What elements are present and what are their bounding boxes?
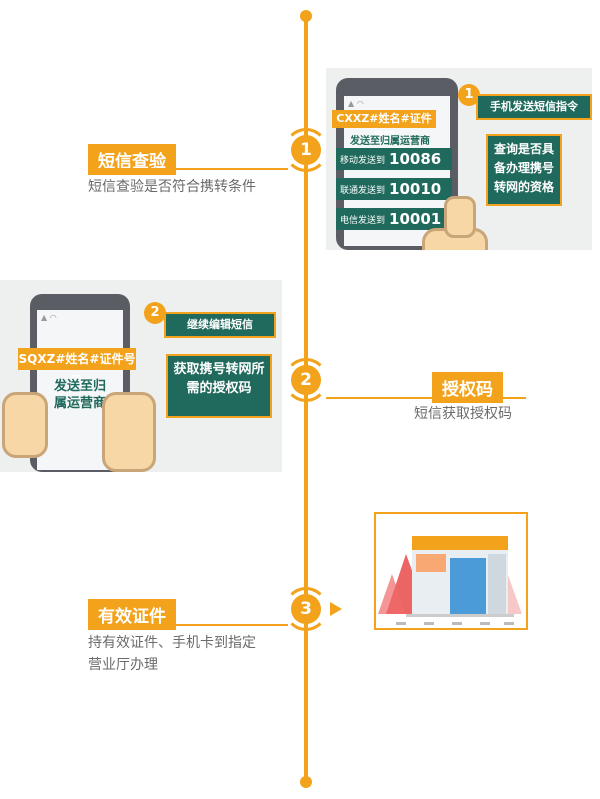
carrier-label: 电信发送到	[340, 215, 386, 226]
send-to-2: 发送至归属运营商	[53, 379, 106, 411]
signal-icon: ▲ ◠	[348, 99, 364, 108]
callout-2-body: 获取携号转网所需的授权码	[166, 354, 272, 418]
step-1-ring	[284, 128, 328, 172]
pointer-arrow-icon	[330, 602, 342, 616]
carrier-number: 10010	[389, 180, 442, 198]
step-1-title: 短信查验	[88, 144, 176, 175]
step-1-badge: 短信查验	[88, 144, 176, 175]
sms-text-2: SQXZ#姓名#证件号码	[18, 348, 136, 388]
fingers-graphic	[102, 392, 156, 472]
signal-icon: ▲ ◠	[41, 313, 57, 322]
carrier-label: 联通发送到	[340, 185, 386, 196]
step-1-connector	[88, 168, 288, 170]
carrier-number: 10086	[389, 150, 442, 168]
step-3-desc: 持有效证件、手机卡到指定 营业厅办理	[88, 632, 256, 676]
carrier-row: 电信发送到 10001	[336, 208, 452, 230]
thumb-graphic	[444, 196, 476, 238]
carrier-list: 移动发送到 10086 联通发送到 10010 电信发送到 10001	[336, 148, 452, 230]
timeline-end-dot	[300, 776, 312, 788]
callout-2-title: 继续编辑短信	[164, 312, 276, 338]
step-2-desc: 短信获取授权码	[414, 406, 512, 422]
callout-1-title: 手机发送短信指令	[476, 94, 592, 120]
step-2-number: 2	[291, 365, 321, 395]
callout-2-number: 2	[144, 302, 166, 324]
step-2-illustration: ▲ ◠ SQXZ#姓名#证件号码 发送至归属运营商 2 继续编辑短信 获取携号转…	[0, 280, 282, 472]
carrier-row: 联通发送到 10010	[336, 178, 452, 200]
step-2-connector	[326, 397, 526, 399]
step-3-number: 3	[291, 594, 321, 624]
step-1-number: 1	[291, 135, 321, 165]
sms-text-1: CXXZ#姓名#证件号码	[332, 110, 436, 143]
step-3-desc-line: 持有效证件、手机卡到指定	[88, 635, 256, 651]
step-3-ring	[284, 587, 328, 631]
step-1-illustration: ▲ ◠ CXXZ#姓名#证件号码 发送至归属运营商 移动发送到 10086 联通…	[326, 68, 592, 250]
timeline-start-dot	[300, 10, 312, 22]
step-2-ring	[284, 358, 328, 402]
carrier-label: 移动发送到	[340, 155, 386, 166]
callout-1-body: 查询是否具备办理携号转网的资格	[486, 134, 562, 206]
step-1-desc: 短信查验是否符合携转条件	[88, 179, 256, 195]
send-to-1: 发送至归属运营商	[350, 136, 430, 147]
callout-1-number: 1	[458, 84, 480, 106]
carrier-row: 移动发送到 10086	[336, 148, 452, 170]
service-hall-illustration	[374, 512, 528, 630]
hand-graphic	[2, 392, 48, 458]
step-3-connector	[88, 624, 288, 626]
service-hall-graphic	[376, 514, 526, 628]
step-3-desc-line: 营业厅办理	[88, 657, 158, 673]
carrier-number: 10001	[389, 210, 442, 228]
